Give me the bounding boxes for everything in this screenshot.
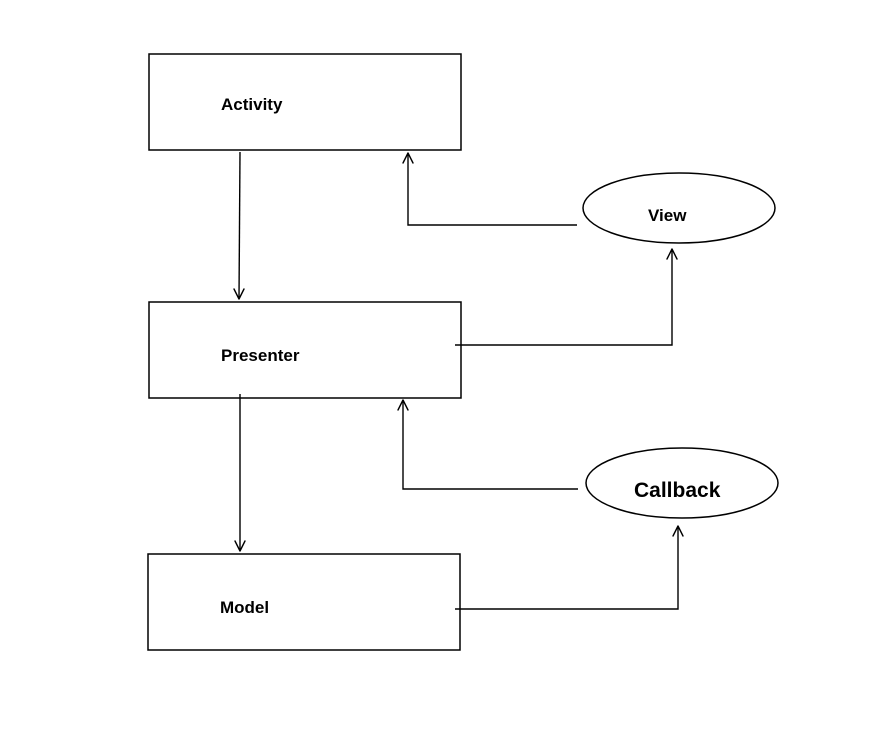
connector-line	[455, 526, 679, 610]
node-callback: Callback	[585, 447, 779, 519]
arrowhead	[672, 525, 684, 537]
connector-line	[455, 249, 673, 346]
connector-line	[238, 151, 241, 300]
view-ellipse	[582, 172, 776, 244]
arrowhead	[234, 540, 246, 552]
arrowhead	[666, 248, 678, 260]
edge-model-to-callback	[455, 525, 684, 610]
arrowhead	[402, 152, 414, 164]
edge-activity-to-presenter	[233, 151, 245, 300]
node-presenter: Presenter	[148, 301, 462, 399]
callback-ellipse	[585, 447, 779, 519]
presenter-label: Presenter	[221, 346, 300, 365]
model-label: Model	[220, 598, 269, 617]
activity-box	[148, 53, 462, 151]
callback-label: Callback	[634, 479, 721, 502]
model-box	[147, 553, 461, 651]
arrowhead	[397, 399, 409, 411]
view-label: View	[648, 206, 687, 225]
presenter-box	[148, 301, 462, 399]
edge-callback-to-presenter	[397, 399, 578, 490]
edge-presenter-to-view	[455, 248, 678, 346]
connector-line	[407, 153, 577, 226]
arrowhead	[233, 288, 245, 300]
edge-view-to-activity	[402, 152, 577, 226]
edge-presenter-to-model	[234, 394, 246, 552]
node-view: View	[582, 172, 776, 244]
node-model: Model	[147, 553, 461, 651]
node-activity: Activity	[148, 53, 462, 151]
activity-label: Activity	[221, 95, 283, 114]
connector-line	[402, 400, 578, 490]
